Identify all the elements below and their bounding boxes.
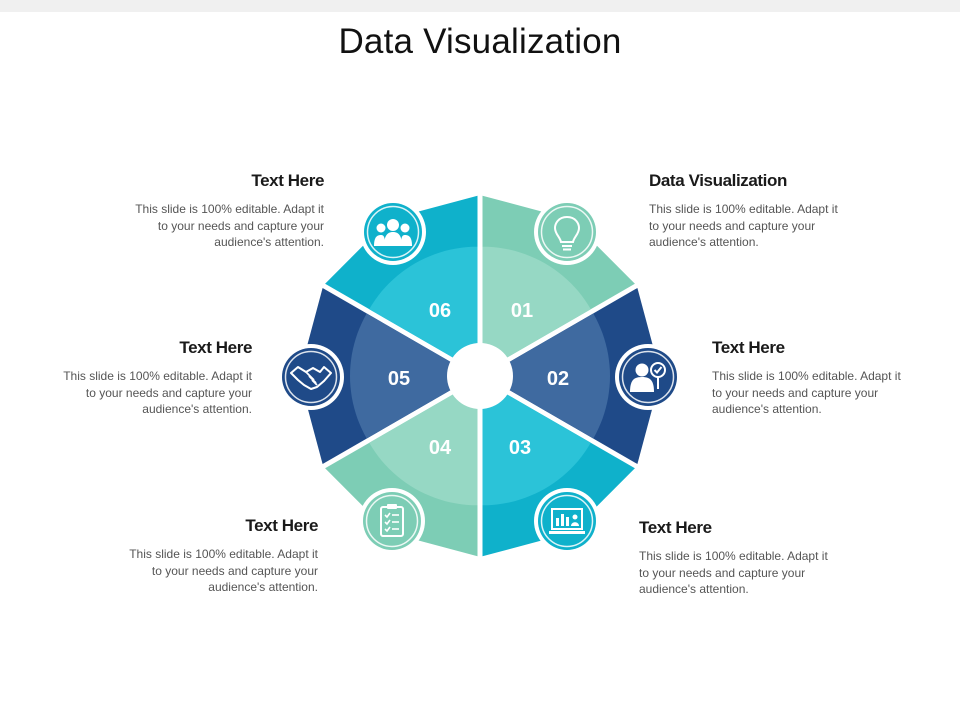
segment-inner [485, 313, 610, 439]
block-body: This slide is 100% editable. Adapt it to… [712, 369, 901, 416]
slide-title: Data Visualization [338, 22, 622, 61]
segment-04 [325, 380, 478, 557]
block-body: This slide is 100% editable. Adapt it to… [129, 547, 318, 594]
team-icon [360, 199, 426, 265]
block-heading: Text Here [712, 338, 785, 357]
block-heading: Text Here [245, 516, 318, 535]
handshake-icon [278, 344, 344, 410]
segment-number-02: 02 [547, 368, 569, 390]
segment-number-05: 05 [388, 368, 410, 390]
block-heading: Data Visualization [649, 171, 787, 190]
block-heading: Text Here [251, 171, 324, 190]
segment-inner [369, 246, 478, 372]
block-heading: Text Here [639, 518, 712, 537]
block-heading: Text Here [179, 338, 252, 357]
text-block-03: Text Here This slide is 100% editable. A… [639, 518, 839, 598]
clipboard-checklist-icon [359, 488, 425, 554]
text-block-05: Text Here This slide is 100% editable. A… [52, 338, 252, 418]
lightbulb-icon [534, 199, 600, 265]
text-block-01: Data Visualization This slide is 100% ed… [649, 171, 849, 251]
segment-05 [299, 288, 475, 464]
segment-number-06: 06 [429, 300, 451, 322]
slide-top-bar [0, 0, 960, 12]
segment-number-04: 04 [429, 437, 452, 459]
text-block-04: Text Here This slide is 100% editable. A… [118, 516, 318, 596]
segment-inner [350, 313, 475, 439]
segment-03 [482, 380, 635, 557]
block-body: This slide is 100% editable. Adapt it to… [639, 549, 828, 596]
segment-01 [482, 195, 635, 372]
chart-presentation-icon [534, 488, 600, 554]
segment-inner [482, 246, 591, 372]
block-body: This slide is 100% editable. Adapt it to… [135, 202, 324, 249]
segment-inner [369, 380, 478, 506]
block-body: This slide is 100% editable. Adapt it to… [649, 202, 838, 249]
segment-02 [485, 288, 661, 464]
block-body: This slide is 100% editable. Adapt it to… [63, 369, 252, 416]
segment-number-01: 01 [511, 300, 533, 322]
center-hole [447, 343, 513, 409]
user-check-icon [615, 344, 681, 410]
segment-number-03: 03 [509, 437, 531, 459]
segment-inner [482, 380, 591, 506]
text-block-06: Text Here This slide is 100% editable. A… [124, 171, 324, 251]
segment-06 [325, 195, 478, 372]
text-block-02: Text Here This slide is 100% editable. A… [712, 338, 912, 418]
